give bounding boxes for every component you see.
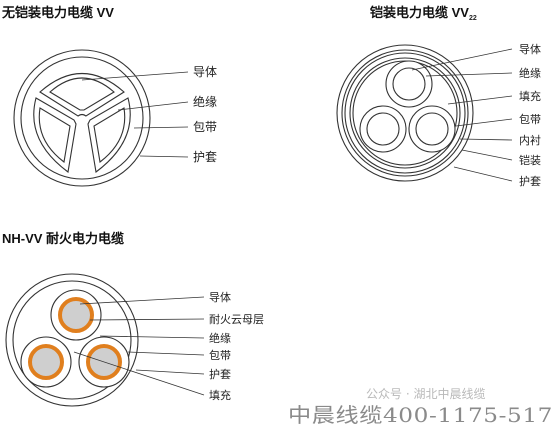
label-armor: 铠装 xyxy=(519,153,541,167)
label-tape: 包带 xyxy=(193,120,217,134)
label-tape: 包带 xyxy=(209,349,231,362)
leader-tape xyxy=(127,351,205,356)
tape-ring xyxy=(20,56,144,180)
core-top-mica-conductor xyxy=(58,297,94,333)
tape-ring xyxy=(12,280,132,400)
diagram-fire-resistant: NH-VV 耐火电力电缆 导体 耐火云母层 绝缘 包带 护套 填充 xyxy=(2,231,264,407)
label-inner-liner: 内衬 xyxy=(519,133,541,147)
core-left-mica-conductor xyxy=(28,344,64,380)
leader-sheath xyxy=(139,155,189,158)
armor-ring-inner xyxy=(344,52,466,174)
label-conductor: 导体 xyxy=(193,65,217,79)
leader-inner-liner xyxy=(459,138,513,141)
sector-conductor-left xyxy=(38,107,71,163)
core-left-conductor xyxy=(366,112,400,146)
label-conductor: 导体 xyxy=(209,290,231,304)
leader-sheath xyxy=(135,369,205,375)
label-insulation: 绝缘 xyxy=(193,94,217,109)
leader-tape xyxy=(133,126,189,129)
sector-core-top xyxy=(39,73,125,117)
label-mica-layer: 耐火云母层 xyxy=(209,313,264,326)
label-conductor: 导体 xyxy=(519,42,541,56)
inner-liner-ring xyxy=(349,57,461,169)
sector-core-left xyxy=(33,97,77,173)
leader-insulation xyxy=(99,335,205,339)
leader-filler xyxy=(447,95,513,105)
leader-conductor xyxy=(79,296,205,305)
watermark-text: 公众号 · 湖北中晨线缆 xyxy=(366,386,485,401)
diagram-title-unarmored: 无铠装电力电缆 VV xyxy=(1,5,114,20)
label-filler: 填充 xyxy=(519,89,541,103)
label-sheath: 护套 xyxy=(209,367,231,381)
diagram-title-armored: 铠装电力电缆 VV22 xyxy=(370,5,477,22)
brand-text: 中晨线缆400-1175-517 xyxy=(288,403,553,427)
sector-conductor-top xyxy=(49,77,115,111)
label-sheath: 护套 xyxy=(193,150,217,164)
leader-filler xyxy=(73,351,205,396)
outer-sheath-ring xyxy=(13,49,151,187)
core-right-conductor xyxy=(415,112,449,146)
outer-sheath-ring xyxy=(336,44,474,182)
leader-conductor xyxy=(411,48,513,71)
label-insulation: 绝缘 xyxy=(209,331,231,345)
leader-insulation xyxy=(117,101,189,111)
label-filler: 填充 xyxy=(209,388,231,402)
sector-conductor-right xyxy=(93,107,126,163)
label-insulation: 绝缘 xyxy=(519,66,541,80)
leader-sheath xyxy=(453,166,513,182)
diagram-title-fire-resistant: NH-VV 耐火电力电缆 xyxy=(2,231,124,246)
leader-insulation xyxy=(425,72,513,77)
diagram-unarmored: 无铠装电力电缆 VV 导体 绝缘 包带 护套 xyxy=(1,5,217,187)
label-tape: 包带 xyxy=(519,113,541,126)
armor-ring-outer xyxy=(341,49,469,177)
diagram-armored: 铠装电力电缆 VV22 导体 绝缘 填充 包带 内衬 铠装 护套 xyxy=(336,5,541,188)
sector-core-right xyxy=(87,97,131,173)
leader-conductor xyxy=(81,71,189,81)
core-top-conductor xyxy=(392,67,426,101)
label-sheath: 护套 xyxy=(519,174,541,188)
leader-mica xyxy=(89,318,205,321)
leader-tape xyxy=(455,118,513,127)
outer-sheath-ring xyxy=(5,273,139,407)
leader-armor xyxy=(461,149,513,161)
